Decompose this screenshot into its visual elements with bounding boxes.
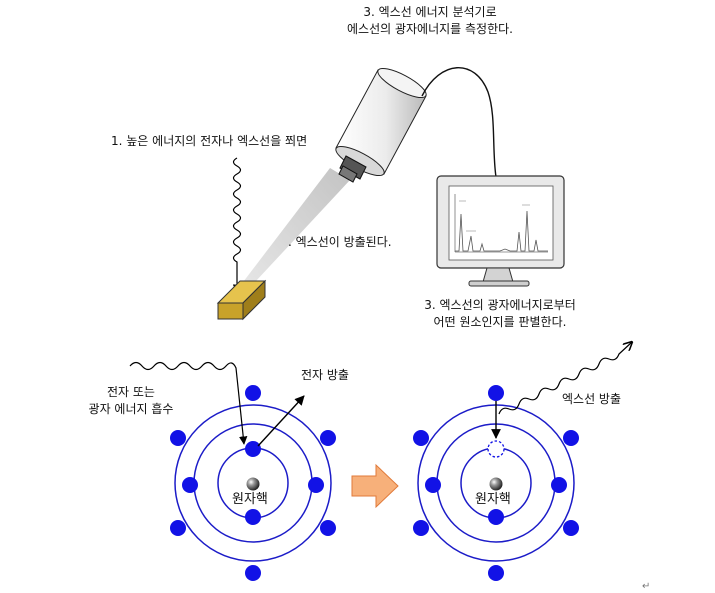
- xray-emission-label: 엑스선 방출: [562, 392, 622, 406]
- spectrum-plot: [454, 194, 548, 253]
- step2-label: . 엑스선이 방출된다.: [288, 235, 392, 249]
- electron-vacancy: [487, 440, 505, 458]
- emitted-xray-wave: [498, 342, 632, 415]
- step3-measure-label: 3. 엑스선 에너지 분석기로 에스선의 광자에너지를 측정한다.: [300, 4, 560, 38]
- sample-block: [216, 279, 267, 321]
- detector-icon: [335, 67, 427, 183]
- xray-beam: [237, 168, 350, 295]
- step3-identify-line1: 3. 엑스선의 광자에너지로부터: [424, 298, 576, 312]
- absorb-label: 전자 또는 광자 에너지 흡수: [66, 384, 196, 418]
- incoming-energy-wave: [129, 361, 248, 445]
- electron-emission-label: 전자 방출: [301, 368, 349, 382]
- process-arrow-icon: [351, 463, 399, 509]
- ejected-electron-arrow: [257, 395, 305, 447]
- detector-cable: [421, 67, 497, 178]
- step3-measure-line1: 3. 엑스선 에너지 분석기로: [363, 5, 497, 19]
- return-mark-icon: ↵: [642, 581, 650, 592]
- step3-identify-line2: 어떤 원소인지를 판별한다.: [433, 315, 567, 329]
- wavy-arrow-icon: [232, 157, 242, 293]
- monitor-icon: [436, 175, 565, 287]
- nucleus-icon: [489, 477, 503, 491]
- step1-label: 1. 높은 에너지의 전자나 엑스선을 쬐면: [111, 134, 308, 148]
- nucleus-right-label: 원자핵: [475, 492, 511, 507]
- absorb-line1: 전자 또는: [107, 385, 155, 399]
- nucleus-icon: [246, 477, 260, 491]
- step3-identify-label: 3. 엑스선의 광자에너지로부터 어떤 원소인지를 판별한다.: [385, 297, 615, 331]
- electrons-right: [413, 385, 579, 581]
- electrons-left: [170, 385, 336, 581]
- nucleus-left-label: 원자핵: [232, 492, 268, 507]
- absorb-line2: 광자 에너지 흡수: [88, 402, 174, 416]
- step3-measure-line2: 에스선의 광자에너지를 측정한다.: [346, 22, 513, 36]
